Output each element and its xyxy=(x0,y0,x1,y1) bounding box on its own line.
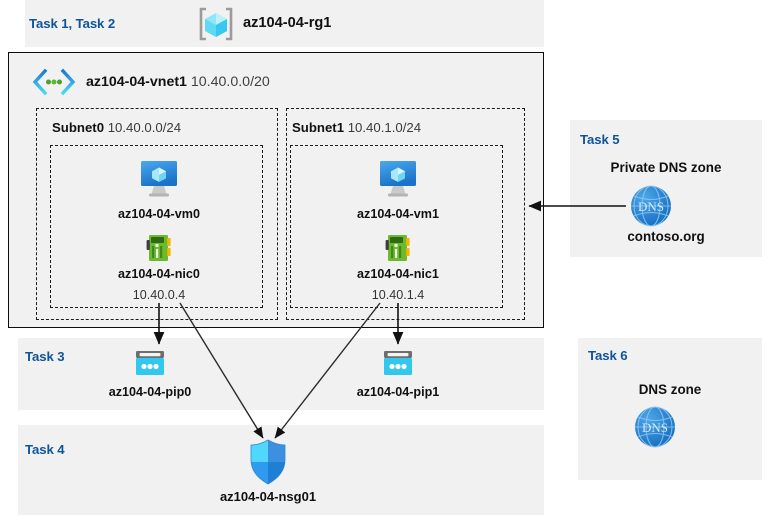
public-dns-title: DNS zone xyxy=(638,382,702,397)
public-ip-icon xyxy=(133,349,167,379)
nic1-label: az104-04-nic1 xyxy=(357,267,439,281)
virtual-machine-icon xyxy=(377,158,419,200)
resource-group-panel xyxy=(25,0,544,47)
private-dns-title: Private DNS zone xyxy=(610,160,722,175)
vm1-label: az104-04-vm1 xyxy=(357,207,439,221)
vm0-label: az104-04-vm0 xyxy=(118,207,200,221)
task-label-private-dns: Task 5 xyxy=(580,132,620,147)
subnet1-region xyxy=(286,108,525,320)
network-interface-icon xyxy=(382,232,414,264)
dns-icon-text: DNS xyxy=(638,199,664,214)
virtual-machine-icon xyxy=(138,158,180,200)
public-dns-panel xyxy=(578,338,762,480)
resource-group-name: az104-04-rg1 xyxy=(243,15,332,31)
task-label-public-dns: Task 6 xyxy=(588,348,628,363)
resource-group-icon xyxy=(196,6,236,42)
nic0-label: az104-04-nic0 xyxy=(118,267,200,281)
pip0-label: az104-04-pip0 xyxy=(108,385,192,399)
subnet1-title: Subnet1 10.40.1.0/24 xyxy=(292,120,421,135)
subnet1-name: Subnet1 xyxy=(292,120,345,135)
nic0-private-ip: 10.40.0.4 xyxy=(132,288,186,302)
subnet1-prefix: 10.40.1.0/24 xyxy=(347,120,422,135)
task-label-public-ip: Task 3 xyxy=(25,349,65,364)
private-dns-zone-name: contoso.org xyxy=(627,229,705,244)
pip1-label: az104-04-pip1 xyxy=(356,385,440,399)
dns-zone-icon: DNS xyxy=(629,184,673,228)
dns-zone-icon: DNS xyxy=(633,405,677,449)
private-dns-panel xyxy=(570,120,762,257)
vnet-panel xyxy=(8,52,544,328)
subnet0-region xyxy=(36,108,278,320)
nic1-private-ip: 10.40.1.4 xyxy=(371,288,425,302)
subnet0-name: Subnet0 xyxy=(52,120,105,135)
task-label-rg: Task 1, Task 2 xyxy=(29,16,116,31)
subnet0-title: Subnet0 10.40.0.0/24 xyxy=(52,120,181,135)
task-label-nsg: Task 4 xyxy=(25,442,65,457)
vnet-heading: az104-04-vnet1 10.40.0.0/20 xyxy=(86,74,270,90)
network-security-group-icon xyxy=(247,438,289,486)
subnet0-inner-region xyxy=(50,145,263,308)
network-interface-icon xyxy=(143,232,175,264)
subnet0-prefix: 10.40.0.0/24 xyxy=(107,120,182,135)
public-ip-panel xyxy=(18,338,544,410)
subnet1-inner-region xyxy=(290,145,503,308)
public-ip-icon xyxy=(381,349,415,379)
vnet-name: az104-04-vnet1 xyxy=(86,74,187,90)
dns-icon-text: DNS xyxy=(642,420,668,435)
nsg-label: az104-04-nsg01 xyxy=(219,489,317,504)
vnet-address-space: 10.40.0.0/20 xyxy=(190,74,270,90)
virtual-network-icon xyxy=(32,68,76,96)
